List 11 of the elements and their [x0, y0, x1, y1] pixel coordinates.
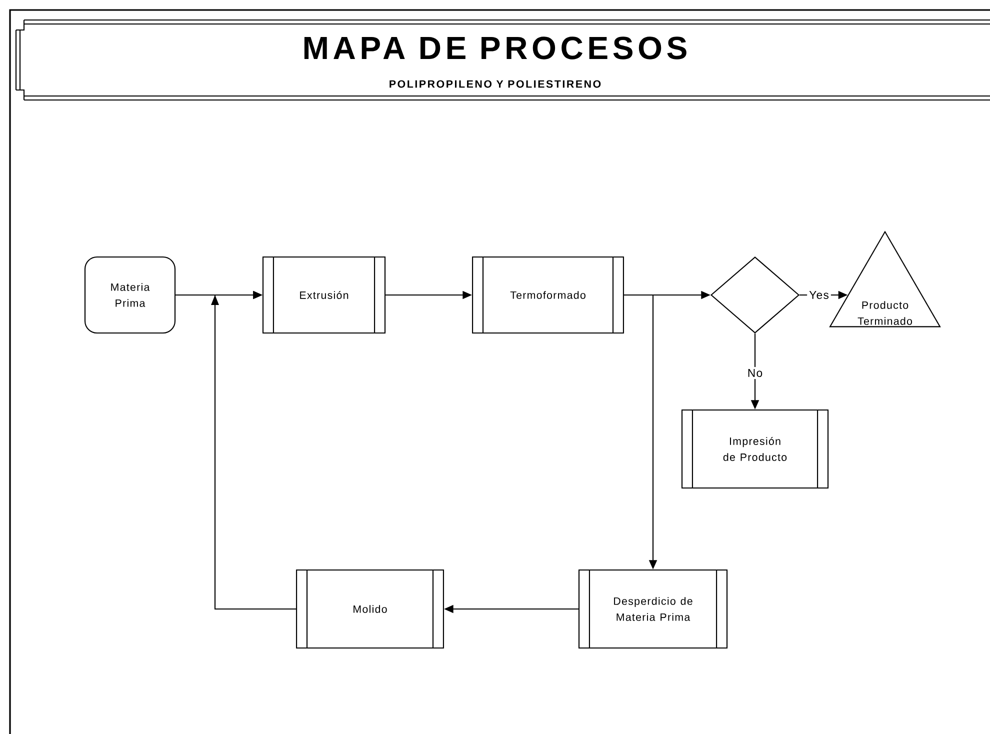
arrow — [211, 290, 296, 610]
title: MAPA DE PROCESOS — [304, 36, 686, 60]
process-box: Extrusión — [262, 256, 386, 334]
process-box: Impresión de Producto — [681, 408, 829, 490]
edge-label: No — [745, 367, 765, 379]
edge-label: Yes — [807, 289, 831, 301]
process-box: Molido — [296, 568, 444, 650]
terminal-box: Materia Prima — [84, 256, 176, 334]
process-box: Termoformado — [472, 256, 624, 334]
process-box: Desperdicio de Materia Prima — [578, 568, 728, 650]
subtitle: POLIPROPILENO Y POLIESTIRENO — [390, 80, 601, 88]
